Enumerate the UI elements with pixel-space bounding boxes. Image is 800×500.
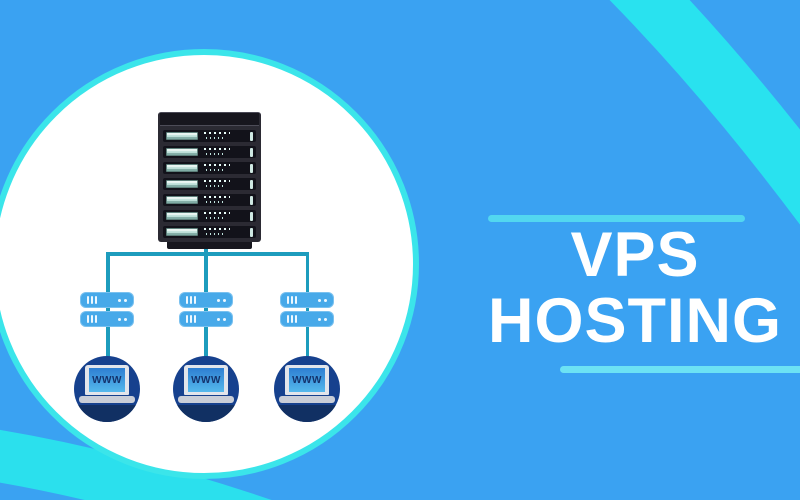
laptop-base bbox=[79, 396, 135, 403]
circle-shadow-chord bbox=[74, 405, 140, 422]
rack-unit-handle bbox=[250, 131, 253, 141]
rack-unit-screen bbox=[166, 164, 198, 172]
led-dots bbox=[318, 317, 327, 321]
server-rack-icon bbox=[158, 112, 261, 249]
www-label: WWW bbox=[292, 374, 322, 386]
rack-unit bbox=[163, 162, 256, 174]
rack-unit-handle bbox=[250, 147, 253, 157]
rack-unit-handle bbox=[250, 179, 253, 189]
client-circle: WWW bbox=[274, 356, 340, 422]
rack-unit-handle bbox=[250, 227, 253, 237]
laptop-display: WWW bbox=[89, 368, 125, 392]
laptop-display: WWW bbox=[289, 368, 325, 392]
branch-line-middle bbox=[204, 252, 208, 364]
rack-unit-lights bbox=[204, 228, 234, 236]
laptop-screen-frame: WWW bbox=[285, 365, 329, 395]
server-bar-icon bbox=[179, 292, 233, 308]
rack-unit-handle bbox=[250, 163, 253, 173]
server-bar-icon bbox=[80, 311, 134, 327]
rack-unit bbox=[163, 194, 256, 206]
rack-unit bbox=[163, 178, 256, 190]
branch-line-left bbox=[106, 252, 110, 364]
rack-unit-screen bbox=[166, 212, 198, 220]
server-bar-icon bbox=[179, 311, 233, 327]
rack-unit bbox=[163, 146, 256, 158]
rack-unit-lights bbox=[204, 180, 234, 188]
client-circle: WWW bbox=[173, 356, 239, 422]
vps-node-icon bbox=[280, 292, 334, 327]
rack-unit-lights bbox=[204, 212, 234, 220]
top-right-arc bbox=[609, 0, 800, 225]
rack-unit-lights bbox=[204, 132, 234, 140]
laptop-icon: WWW bbox=[173, 365, 239, 403]
www-label: WWW bbox=[191, 374, 221, 386]
led-dots bbox=[118, 317, 127, 321]
vps-node-icon bbox=[179, 292, 233, 327]
rack-unit-screen bbox=[166, 148, 198, 156]
led-dots bbox=[217, 317, 226, 321]
led-dots bbox=[217, 298, 226, 302]
rack-unit-handle bbox=[250, 195, 253, 205]
rack-top-panel bbox=[160, 113, 259, 126]
server-bar-icon bbox=[80, 292, 134, 308]
vent-slats bbox=[186, 296, 196, 304]
laptop-screen-frame: WWW bbox=[85, 365, 129, 395]
title-line-1: VPS bbox=[570, 220, 700, 290]
vent-slats bbox=[87, 296, 97, 304]
server-bar-icon bbox=[280, 311, 334, 327]
vent-slats bbox=[287, 315, 297, 323]
laptop-base bbox=[178, 396, 234, 403]
rack-unit bbox=[163, 210, 256, 222]
rack-unit-screen bbox=[166, 228, 198, 236]
branch-line-right bbox=[305, 252, 309, 364]
circle-shadow-chord bbox=[274, 405, 340, 422]
www-label: WWW bbox=[92, 374, 122, 386]
rack-base-pedestal bbox=[167, 242, 252, 249]
led-dots bbox=[318, 298, 327, 302]
vent-slats bbox=[186, 315, 196, 323]
page-title: VPS HOSTING bbox=[470, 222, 800, 354]
laptop-icon: WWW bbox=[274, 365, 340, 403]
laptop-base bbox=[279, 396, 335, 403]
rack-unit-screen bbox=[166, 132, 198, 140]
rack-unit-lights bbox=[204, 164, 234, 172]
rack-unit-screen bbox=[166, 196, 198, 204]
branch-horizontal-line bbox=[106, 252, 309, 256]
headline-rule-bottom bbox=[560, 366, 800, 373]
bottom-left-arc bbox=[0, 429, 272, 500]
rack-unit bbox=[163, 226, 256, 238]
vps-node-icon bbox=[80, 292, 134, 327]
vent-slats bbox=[87, 315, 97, 323]
laptop-icon: WWW bbox=[74, 365, 140, 403]
circle-shadow-chord bbox=[173, 405, 239, 422]
laptop-screen-frame: WWW bbox=[184, 365, 228, 395]
headline-rule-top bbox=[488, 215, 745, 222]
server-bar-icon bbox=[280, 292, 334, 308]
rack-unit bbox=[163, 130, 256, 142]
rack-unit-screen bbox=[166, 180, 198, 188]
client-circle: WWW bbox=[74, 356, 140, 422]
laptop-display: WWW bbox=[188, 368, 224, 392]
rack-unit-lights bbox=[204, 196, 234, 204]
rack-unit-lights bbox=[204, 148, 234, 156]
led-dots bbox=[118, 298, 127, 302]
vent-slats bbox=[287, 296, 297, 304]
rack-unit-handle bbox=[250, 211, 253, 221]
title-line-2: HOSTING bbox=[487, 286, 782, 356]
